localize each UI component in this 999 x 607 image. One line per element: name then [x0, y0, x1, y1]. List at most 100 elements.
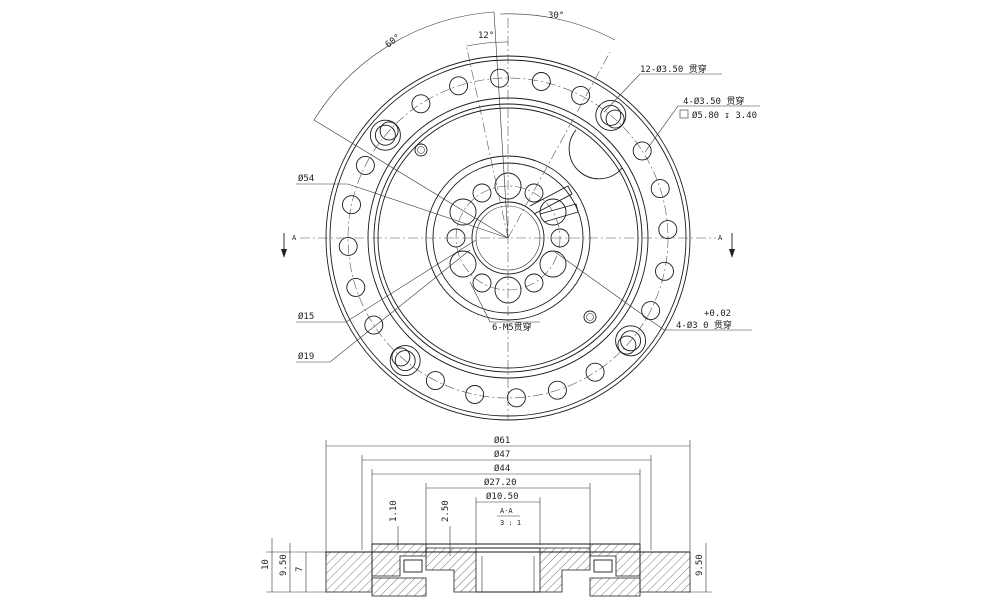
outer-bolt-hole: [547, 380, 567, 400]
threaded-hole-m5: [449, 198, 477, 226]
counterbore-hole-outer: [389, 345, 421, 377]
outer-bolt-hole: [655, 261, 674, 281]
outer-bolt-hole: [425, 371, 445, 391]
outer-bolt-hole: [531, 72, 551, 91]
section-letter-right: A: [718, 234, 723, 242]
outer-bolt-hole: [342, 195, 361, 215]
callout-4-holes-line1: 4-Ø3.50 贯穿: [683, 95, 744, 107]
leader-thread: [469, 281, 540, 323]
pin-hole-inner: [586, 313, 594, 321]
dim-7: 7: [295, 567, 305, 572]
outer-bolt-hole: [605, 109, 625, 129]
leader-4-holes: [644, 105, 760, 153]
hub-slot: [529, 185, 573, 215]
outer-bolt-hole: [490, 68, 510, 88]
callout-thread: 6-M5贯穿: [492, 321, 532, 333]
threaded-hole-m5: [539, 250, 567, 278]
outer-bolt-hole: [338, 236, 358, 256]
callout-4-holes-line2: Ø5.80 ↧ 3.40: [692, 110, 757, 121]
section-label: A-A: [500, 507, 513, 515]
callout-12-holes: 12-Ø3.50 贯穿: [640, 63, 707, 75]
counterbore-hole-outer: [369, 119, 401, 151]
dim-1-10: 1.10: [389, 500, 399, 522]
section-flange-right: [639, 551, 691, 593]
outer-bolt-hole: [346, 277, 366, 297]
angle-arc-12: [466, 41, 509, 47]
outer-bolt-hole: [364, 315, 384, 335]
section-race-left: [371, 577, 427, 597]
callout-pin-holes: 4-Ø3 0 贯穿: [676, 319, 732, 331]
outer-bolt-hole: [585, 362, 605, 382]
counterbore-hole-inner: [600, 104, 622, 126]
outer-bolt-hole: [379, 121, 399, 141]
outer-bolt-hole: [449, 76, 469, 96]
outer-bolt-hole: [411, 94, 431, 114]
leader-dia-15: [296, 239, 477, 323]
section-scale: 3 : 1: [500, 519, 521, 527]
outer-bolt-hole: [355, 155, 375, 175]
outer-bolt-hole: [506, 388, 526, 408]
threaded-hole-m5: [539, 198, 567, 226]
roller-left: [403, 559, 423, 573]
dim-dia-19: Ø19: [298, 351, 314, 362]
threaded-hole-m5: [449, 250, 477, 278]
pin-hole: [583, 310, 597, 324]
outer-bolt-hole: [641, 301, 661, 321]
angle-label-12: 12°: [478, 31, 494, 41]
section-view: Ø61 Ø47 Ø44 Ø27.20 Ø10.50 A-A 3 : 1 1.10…: [261, 435, 712, 597]
centerline-angled: [507, 51, 611, 239]
angle-label-60: 60°: [384, 33, 403, 51]
angle-arc-60: [313, 11, 495, 121]
dim-dia-54: Ø54: [298, 173, 314, 184]
plan-view: 60° 30° 12° 12-Ø3.50 贯穿 4-Ø3.50 贯穿 Ø5.80…: [281, 11, 760, 421]
outer-bolt-hole: [571, 85, 591, 105]
outer-bolt-hole: [617, 335, 637, 355]
counterbore-symbol: [679, 109, 689, 119]
section-hub-right: [539, 547, 591, 593]
counterbore-hole-outer: [595, 99, 627, 131]
outer-bolt-hole: [632, 141, 652, 161]
section-letter-left: A: [292, 234, 297, 242]
counterbored-holes: [369, 99, 647, 377]
section-race-right: [589, 577, 641, 597]
section-hub-left: [425, 547, 477, 593]
dim-dia-10-50: Ø10.50: [486, 491, 519, 502]
angle-label-30: 30°: [548, 11, 564, 21]
dim-dia-61: Ø61: [494, 435, 510, 446]
outer-bolt-hole: [391, 347, 411, 367]
hub-hole: [472, 183, 492, 203]
leader-dia-54: [296, 183, 509, 239]
outer-bolt-holes: [338, 68, 678, 408]
hub-hole: [550, 228, 570, 248]
counterbore-hole-inner: [620, 330, 642, 352]
roller-right: [593, 559, 613, 573]
hub-slot: [539, 203, 579, 223]
leader-12-holes: [603, 73, 722, 113]
outer-bolt-hole: [465, 385, 485, 404]
outer-bolt-hole: [658, 220, 678, 240]
dim-dia-15: Ø15: [298, 311, 314, 322]
pin-hole-inner: [417, 146, 425, 154]
dim-dia-47: Ø47: [494, 449, 510, 460]
leader-pin-holes: [554, 251, 752, 331]
dim-9-50-left: 9.50: [279, 554, 289, 576]
outer-bolt-hole: [650, 179, 670, 199]
angle-arc-30: [499, 13, 616, 41]
hub-hole: [524, 273, 544, 293]
dim-2-50: 2.50: [441, 500, 451, 522]
tolerance-upper: +0.02: [704, 309, 731, 319]
hub-hole: [472, 273, 492, 293]
leader-dia-19: [296, 249, 471, 363]
counterbore-hole-outer: [615, 325, 647, 357]
section-flange-left: [325, 551, 373, 593]
counterbore-hole-inner: [394, 350, 416, 372]
dim-10: 10: [261, 559, 271, 570]
dim-9-50-right: 9.50: [695, 554, 705, 576]
dim-dia-27-20: Ø27.20: [484, 477, 517, 488]
counterbore-hole-inner: [374, 124, 396, 146]
dim-dia-44: Ø44: [494, 463, 510, 474]
pin-hole: [414, 143, 428, 157]
centerline-angled: [465, 43, 509, 239]
ring-notch: [568, 129, 623, 180]
